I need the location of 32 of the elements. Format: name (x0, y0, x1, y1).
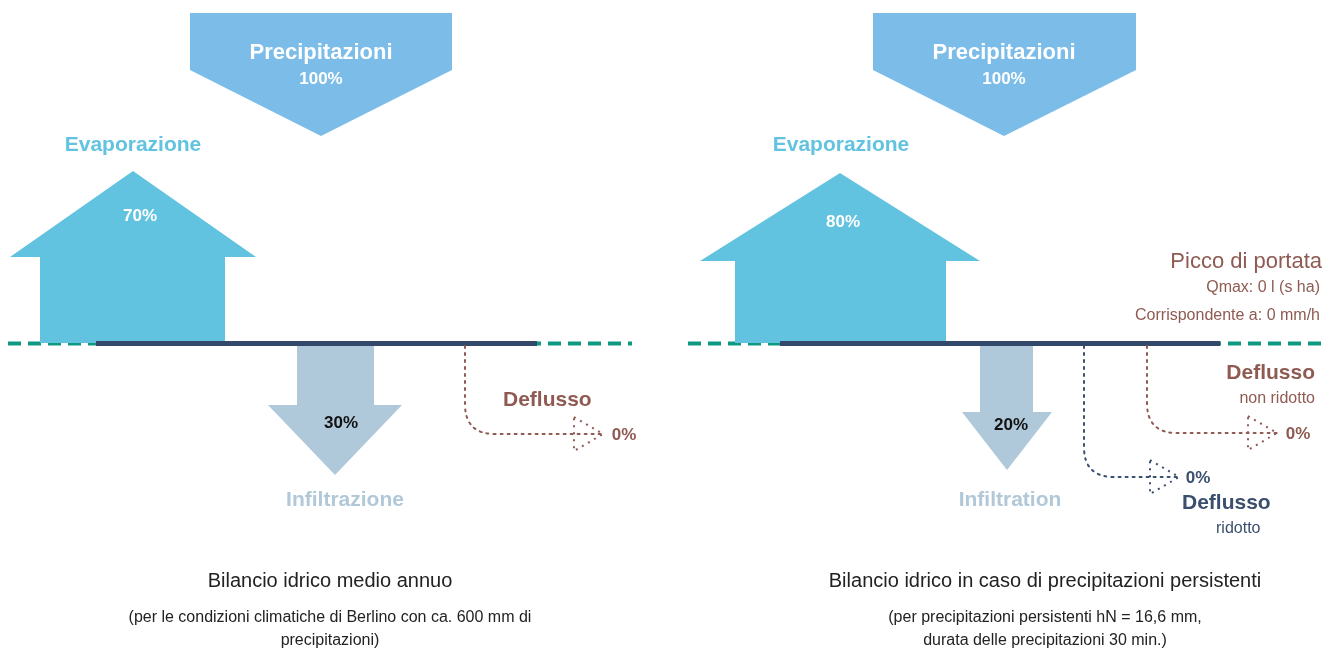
flow-heading: Evaporazione (64, 132, 202, 157)
dotted-flow-arrow (464, 345, 604, 452)
percentage: 0% (611, 425, 637, 445)
flow-heading: Infiltration (958, 487, 1062, 512)
runoff-heading: Deflusso (503, 387, 592, 412)
percentage: 20% (994, 415, 1028, 435)
runoff-heading: Deflusso (1226, 360, 1315, 385)
dotted-flow-arrow (1083, 345, 1180, 495)
runoff-heading: Deflusso (1182, 490, 1271, 515)
caption: Bilancio idrico in caso di precipitazioni persistenti (827, 568, 1263, 592)
flow-heading: Infiltrazione (286, 487, 404, 512)
ground-surface-bar (96, 341, 537, 346)
caption-note: (per le condizioni climatiche di Berlino con ca. 600 mm di precipitazioni) (127, 607, 533, 650)
flow-heading: Evaporazione (772, 132, 910, 157)
caption-note: (per precipitazioni persistenti hN = 16,6 mm, durata delle precipitazioni 30 min.) (887, 607, 1203, 650)
runoff-subheading: non ridotto (1239, 389, 1315, 408)
percentage: 100% (299, 69, 343, 89)
percentage: 80% (826, 212, 860, 232)
dotted-flow-arrow (1146, 345, 1278, 451)
ground-surface-bar (780, 341, 1220, 346)
arrow-title: Precipitazioni (249, 39, 393, 65)
peak-flow-heading: Picco di portata (1170, 248, 1322, 275)
percentage: 100% (982, 69, 1026, 89)
peak-flow-value: Corrispondente a: 0 mm/h (1135, 305, 1320, 325)
runoff-subheading: ridotto (1216, 519, 1261, 538)
arrow-title: Precipitazioni (932, 39, 1076, 65)
percentage: 70% (123, 206, 157, 226)
percentage: 0% (1285, 424, 1311, 444)
caption: Bilancio idrico medio annuo (206, 568, 454, 592)
percentage: 30% (324, 413, 358, 433)
peak-flow-value: Qmax: 0 l (s ha) (1206, 277, 1320, 297)
percentage: 0% (1185, 468, 1211, 488)
